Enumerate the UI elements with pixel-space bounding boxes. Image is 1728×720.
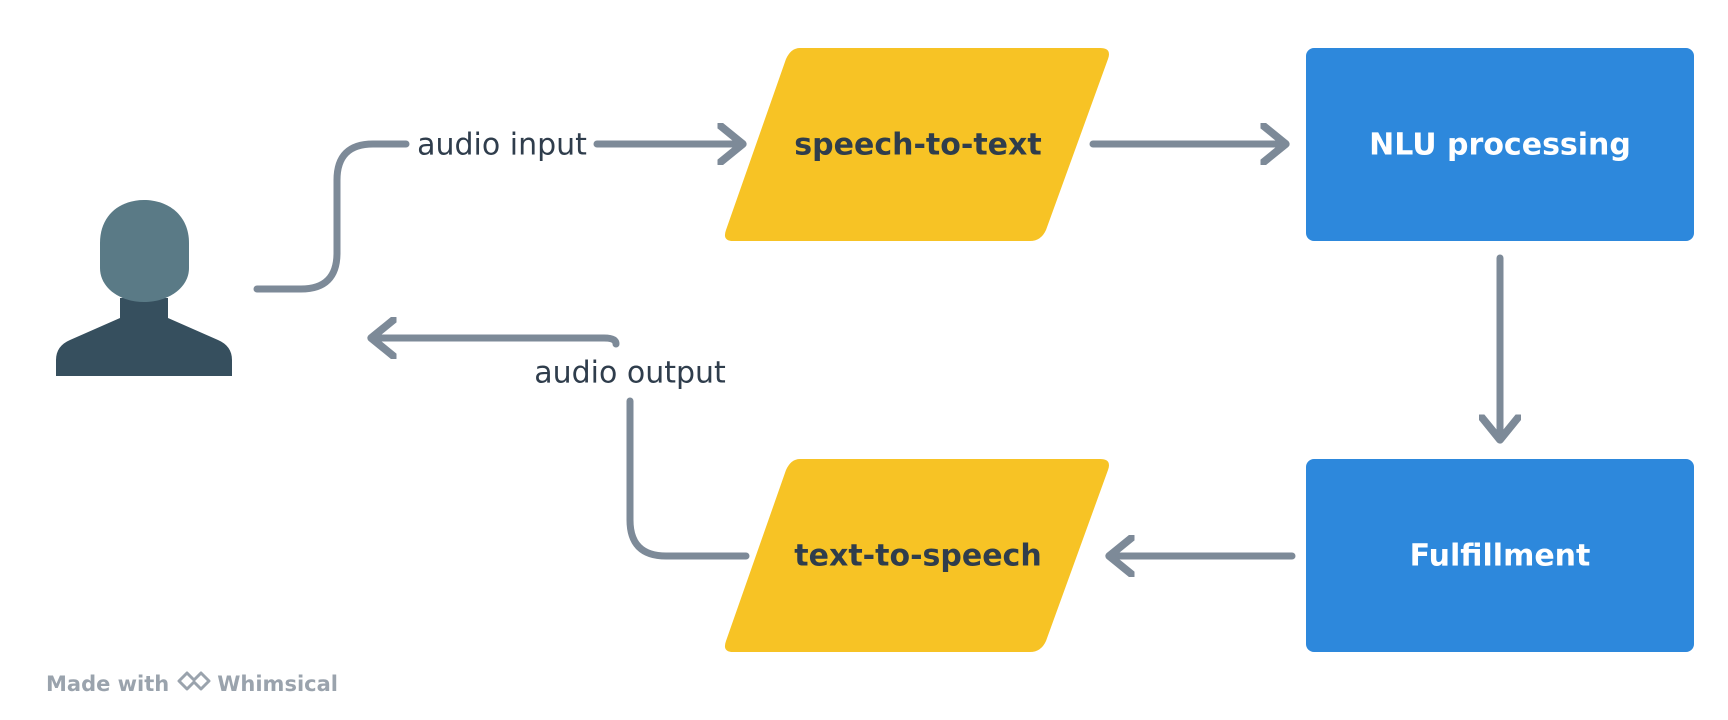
edge-audio-output-tail xyxy=(626,397,750,560)
watermark-brand: Whimsical xyxy=(177,670,338,697)
node-speech-to-text[interactable]: speech-to-text xyxy=(724,48,1109,241)
node-nlu-processing-shape xyxy=(1306,48,1694,241)
node-nlu-processing[interactable]: NLU processing xyxy=(1306,48,1694,241)
node-fulfillment-shape xyxy=(1306,459,1694,652)
node-speech-to-text-shape xyxy=(724,48,1109,241)
edge-audio-input-tail xyxy=(253,140,410,293)
node-text-to-speech-shape xyxy=(724,459,1109,652)
edge-label-audio-input: audio input xyxy=(417,128,587,163)
node-nlu-processing-label: NLU processing xyxy=(1369,128,1631,163)
node-text-to-speech[interactable]: text-to-speech xyxy=(724,459,1109,652)
edge-label-audio-output: audio output xyxy=(534,356,726,391)
edge-audio-output: audio output xyxy=(374,338,750,560)
user-icon xyxy=(56,200,232,376)
edge-audio-output-head xyxy=(374,338,620,344)
whimsical-watermark[interactable]: Made with Whimsical xyxy=(46,670,338,697)
node-text-to-speech-label: text-to-speech xyxy=(794,539,1041,574)
whimsical-logo-icon xyxy=(177,670,211,697)
watermark-brand-name: Whimsical xyxy=(217,671,338,696)
node-fulfillment-label: Fulfillment xyxy=(1410,539,1591,574)
watermark-prefix: Made with xyxy=(46,671,170,696)
edge-audio-input: audio input xyxy=(253,128,740,293)
node-fulfillment[interactable]: Fulfillment xyxy=(1306,459,1694,652)
node-speech-to-text-label: speech-to-text xyxy=(794,128,1041,163)
